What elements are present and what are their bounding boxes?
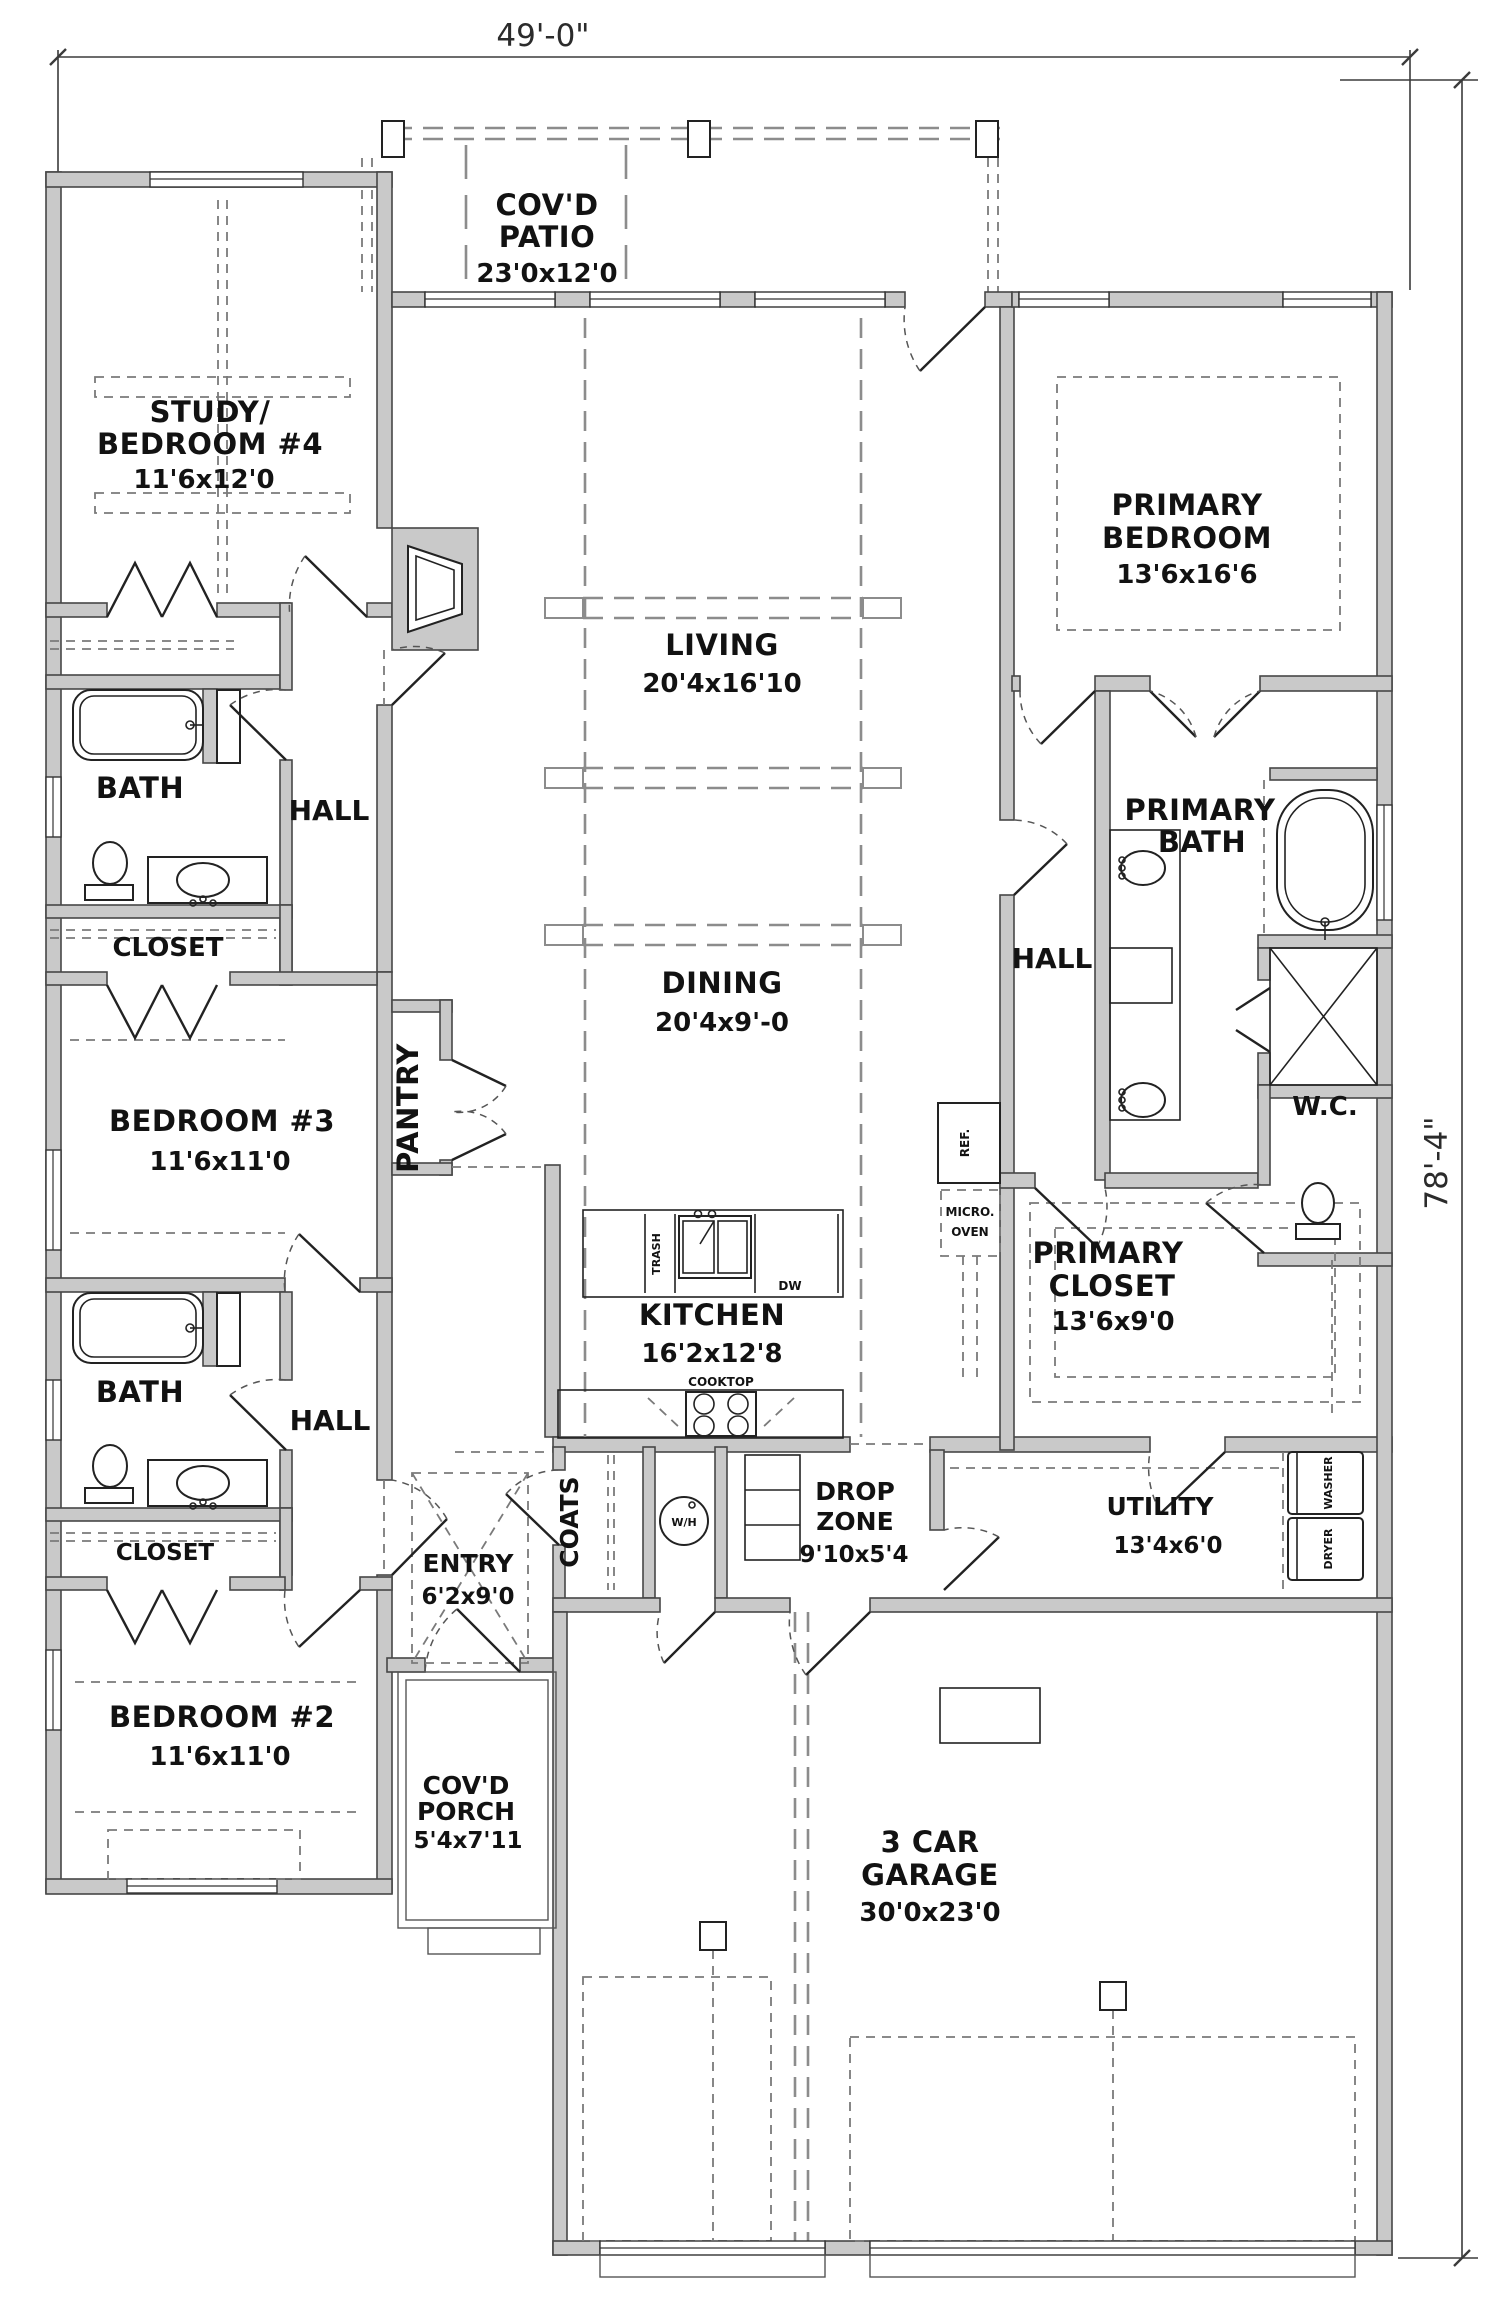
dw-label: DW [778, 1279, 801, 1293]
ref-label: REF. [958, 1129, 972, 1157]
room-label-bedroom3: BEDROOM #3 [109, 1104, 335, 1138]
room-label-porch: COV'D [423, 1771, 510, 1800]
dryer-label: DRYER [1322, 1528, 1335, 1569]
bathtub-lower-icon [72, 1292, 204, 1364]
dimension-height-label: 78'-4" [1419, 1116, 1455, 1209]
trash-label: TRASH [650, 1233, 663, 1275]
refrigerator-icon [937, 1102, 1001, 1184]
toilet-upper-icon [84, 841, 134, 901]
room-size-primary-bedroom: 13'6x16'6 [1116, 560, 1257, 590]
room-size-bedroom2: 11'6x11'0 [149, 1742, 290, 1772]
room-size-porch: 5'4x7'11 [414, 1828, 523, 1854]
linen-shelf-upper [216, 689, 241, 764]
cooktop-label: COOKTOP [688, 1375, 754, 1389]
fireplace-icon [407, 544, 463, 634]
ceiling-dashes [50, 200, 1361, 2242]
dimension-lines: 49'-0" 78'-4" [49, 18, 1478, 2267]
room-label-study-2: BEDROOM #4 [97, 427, 323, 461]
water-heater-label: W/H [671, 1516, 696, 1529]
attic-access [939, 1687, 1041, 1744]
room-label-utility: UTILITY [1106, 1492, 1214, 1521]
room-size-kitchen: 16'2x12'8 [641, 1339, 782, 1369]
room-label-entry: ENTRY [422, 1549, 514, 1578]
room-label-coats: COATS [555, 1476, 584, 1567]
linen-shelf-lower [216, 1292, 241, 1367]
room-label-garage: 3 CAR [881, 1825, 980, 1859]
room-labels: COV'D PATIO 23'0x12'0 STUDY/ BEDROOM #4 … [96, 188, 1358, 1928]
room-label-primary-bedroom-2: BEDROOM [1102, 521, 1272, 555]
room-label-hall-upper: HALL [289, 794, 370, 827]
dryer-icon [1287, 1517, 1364, 1581]
toilet-lower-icon [84, 1444, 134, 1504]
room-label-living: LIVING [665, 628, 779, 662]
patio-structure [361, 120, 1000, 292]
bathtub-upper-icon [72, 689, 204, 761]
oven-label: OVEN [951, 1225, 988, 1239]
room-label-porch-2: PORCH [417, 1797, 515, 1826]
room-label-garage-2: GARAGE [861, 1858, 999, 1892]
room-size-living: 20'4x16'10 [642, 669, 801, 699]
room-size-entry: 6'2x9'0 [422, 1584, 515, 1610]
kitchen-sink-icon [678, 1209, 752, 1279]
room-size-study: 11'6x12'0 [133, 465, 274, 495]
room-label-study: STUDY/ [150, 395, 271, 429]
wc-toilet-icon [1295, 1182, 1341, 1240]
garage-doors [599, 2240, 1356, 2278]
room-size-dining: 20'4x9'-0 [655, 1008, 789, 1038]
room-size-garage: 30'0x23'0 [859, 1898, 1000, 1928]
room-label-hall-lower: HALL [290, 1404, 371, 1437]
walls [45, 171, 1393, 2256]
room-label-primary-bedroom: PRIMARY [1112, 488, 1263, 522]
doors [105, 306, 1271, 1676]
room-label-kitchen: KITCHEN [639, 1298, 785, 1332]
cooktop-icon [557, 1389, 844, 1439]
garage-opener-1 [699, 1921, 727, 1951]
room-label-closet-upper: CLOSET [112, 933, 223, 963]
room-label-primary-bath: PRIMARY [1125, 793, 1276, 827]
micro-label: MICRO. [946, 1205, 995, 1219]
room-size-patio: 23'0x12'0 [476, 259, 617, 289]
room-label-pantry: PANTRY [391, 1043, 425, 1173]
vanity-lower-icon [147, 1459, 268, 1510]
room-size-drop-zone: 9'10x5'4 [800, 1542, 909, 1568]
room-label-closet-lower: CLOSET [116, 1540, 215, 1566]
room-label-wc: W.C. [1292, 1092, 1357, 1122]
shower-icon [1269, 947, 1378, 1086]
appliance-labels: TRASH DW COOKTOP REF. MICRO. OVEN W/H WA… [650, 1129, 1335, 1570]
vanity-upper-icon [147, 856, 268, 907]
room-label-patio-2: PATIO [499, 220, 596, 254]
room-label-patio: COV'D [495, 188, 598, 222]
room-label-bath-lower: BATH [96, 1375, 184, 1409]
room-label-drop-zone-2: ZONE [816, 1507, 893, 1536]
room-size-primary-closet: 13'6x9'0 [1051, 1307, 1174, 1337]
room-label-bedroom2: BEDROOM #2 [109, 1700, 335, 1734]
room-label-dining: DINING [662, 966, 783, 1000]
water-heater-icon [659, 1496, 709, 1546]
kitchen-island [582, 1209, 844, 1298]
windows [45, 171, 1393, 1894]
garage-opener-2 [1099, 1981, 1127, 2011]
room-label-bath-upper: BATH [96, 771, 184, 805]
porch-outline [397, 1671, 557, 1955]
primary-tub-icon [1276, 789, 1374, 940]
washer-label: WASHER [1322, 1456, 1335, 1510]
dimension-width-label: 49'-0" [496, 18, 589, 54]
room-label-primary-closet-2: CLOSET [1049, 1269, 1176, 1303]
fixtures [72, 544, 1378, 2278]
room-label-primary-bath-2: BATH [1158, 825, 1246, 859]
room-size-bedroom3: 11'6x11'0 [149, 1147, 290, 1177]
microwave-oven-icon [940, 1189, 1001, 1257]
drop-zone-lockers [744, 1454, 801, 1561]
room-label-primary-closet: PRIMARY [1033, 1236, 1184, 1270]
washer-icon [1287, 1451, 1364, 1515]
room-size-utility: 13'4x6'0 [1114, 1533, 1223, 1559]
primary-vanity-icon [1109, 829, 1181, 1121]
room-label-drop-zone: DROP [815, 1477, 895, 1506]
room-label-primary-hall: HALL [1012, 942, 1093, 975]
